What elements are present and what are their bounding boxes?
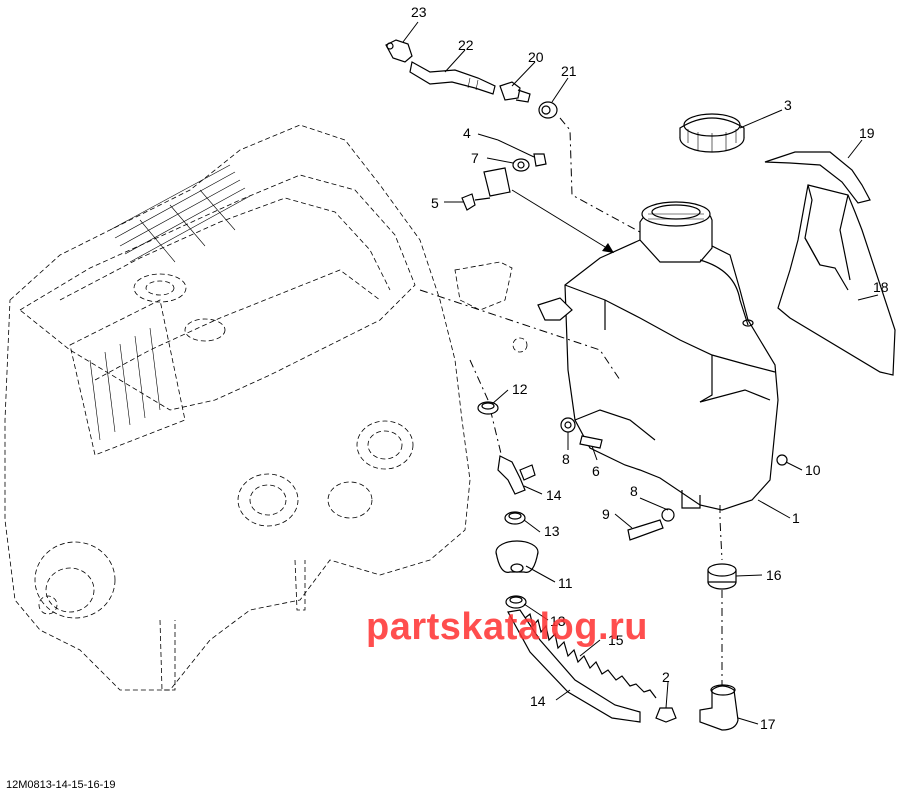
y-fitting (497, 455, 536, 495)
callout-10: 10 (805, 462, 821, 478)
routing-line-hose (469, 359, 506, 471)
callout-18: 18 (873, 279, 889, 295)
callout-22: 22 (458, 37, 474, 53)
engine-outline (4, 124, 528, 691)
engine-grille (109, 164, 251, 263)
tank-grommet (707, 563, 737, 590)
callout-1: 1 (792, 510, 800, 526)
vent-hose-assembly (385, 39, 558, 119)
hose-clamp-12 (477, 401, 499, 415)
callout-8-upper: 8 (562, 451, 570, 467)
pressure-valve (495, 540, 539, 573)
hose-clamp-13-lower (505, 595, 527, 609)
coolant-reservoir-tank (537, 201, 779, 511)
callout-2: 2 (662, 669, 670, 685)
callout-19: 19 (859, 125, 875, 141)
callout-17: 17 (760, 716, 776, 732)
figure-code: 12M0813-14-15-16-19 (6, 779, 116, 791)
drain-connector (655, 707, 677, 723)
callout-9: 9 (602, 506, 610, 522)
routing-line-vent (559, 117, 641, 233)
routing-line-outlet (719, 505, 723, 561)
callout-16: 16 (766, 567, 782, 583)
mounting-hardware-upper (461, 153, 547, 211)
callout-labels: 23 22 20 21 3 19 18 4 7 5 12 8 6 10 1 8 … (411, 4, 889, 732)
heat-shield-panel (777, 184, 896, 376)
watermark-text: partskatalog.ru (366, 606, 649, 648)
reservoir-cap (679, 113, 745, 153)
callout-14-upper: 14 (546, 487, 562, 503)
callout-14-lower: 14 (530, 693, 546, 709)
callout-20: 20 (528, 49, 544, 65)
hose-clamp-13-upper (504, 511, 526, 525)
support-bracket (764, 151, 871, 204)
callout-13-lower: 13 (550, 613, 566, 629)
callout-13-upper: 13 (544, 523, 560, 539)
assembly-arrow (511, 189, 614, 253)
callout-7: 7 (471, 150, 479, 166)
coolant-hose-lower (507, 609, 641, 723)
callout-8-lower: 8 (630, 483, 638, 499)
hose-spring (524, 612, 657, 699)
callout-21: 21 (561, 63, 577, 79)
callout-5: 5 (431, 195, 439, 211)
callout-3: 3 (784, 97, 792, 113)
drain-elbow (699, 684, 739, 731)
callout-11: 11 (558, 575, 573, 591)
callout-23: 23 (411, 4, 427, 20)
leader-lines (402, 21, 879, 725)
callout-15: 15 (608, 632, 624, 648)
callout-4: 4 (463, 125, 471, 141)
callout-12: 12 (512, 381, 528, 397)
callout-6: 6 (592, 463, 600, 479)
